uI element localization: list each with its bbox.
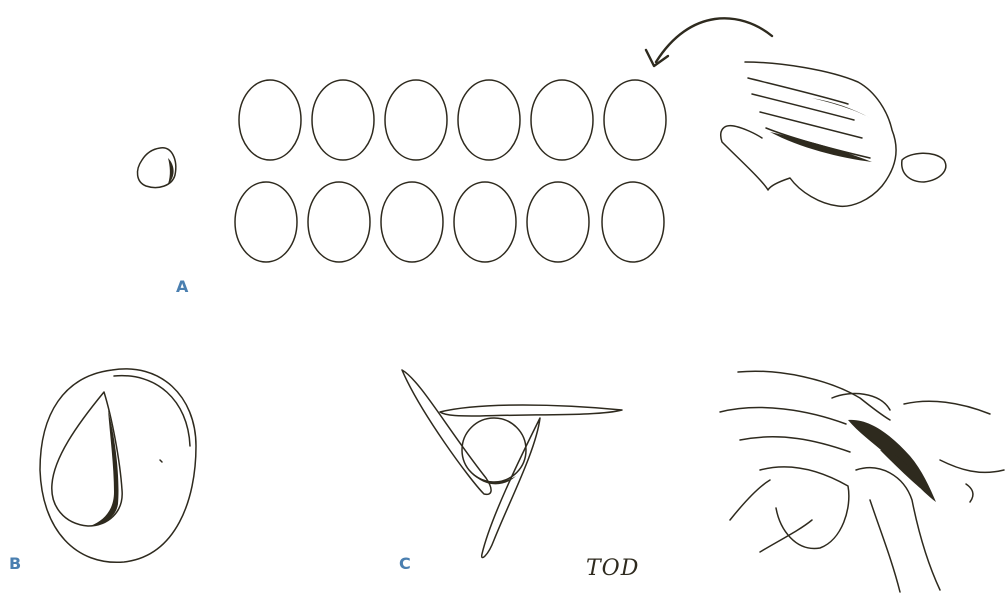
dough-ball [454, 182, 516, 262]
dough-ball [602, 182, 664, 262]
dough-ball-grid [235, 80, 666, 262]
handwritten-annotation: TOD [586, 558, 639, 580]
dough-ball [458, 80, 520, 160]
rolled-ball-under-hand [902, 153, 946, 182]
rotation-arrow [656, 18, 772, 62]
arrow-head [646, 50, 668, 66]
hand-outline [721, 62, 896, 206]
dough-ball [308, 182, 370, 262]
panel-a-drawing [137, 18, 945, 262]
dough-ball [385, 80, 447, 160]
center-dough-ball [462, 418, 526, 482]
dough-ball [312, 80, 374, 160]
dough-ball [239, 80, 301, 160]
dough-ball [604, 80, 666, 160]
strip-left [402, 370, 491, 494]
dough-ball [527, 182, 589, 262]
panel-label-c: C [399, 556, 411, 572]
dough-ball [235, 182, 297, 262]
panel-label-b: B [9, 556, 21, 572]
panel-label-a: A [176, 279, 188, 295]
hands-pinching-dough [720, 371, 1004, 592]
strip-top [440, 405, 622, 416]
dough-ball [531, 80, 593, 160]
panel-c-drawing [402, 370, 622, 558]
teardrop-shading [90, 410, 119, 526]
dough-ball [381, 182, 443, 262]
hand-rolling-ball [646, 18, 946, 206]
panel-b-drawing [40, 369, 196, 562]
